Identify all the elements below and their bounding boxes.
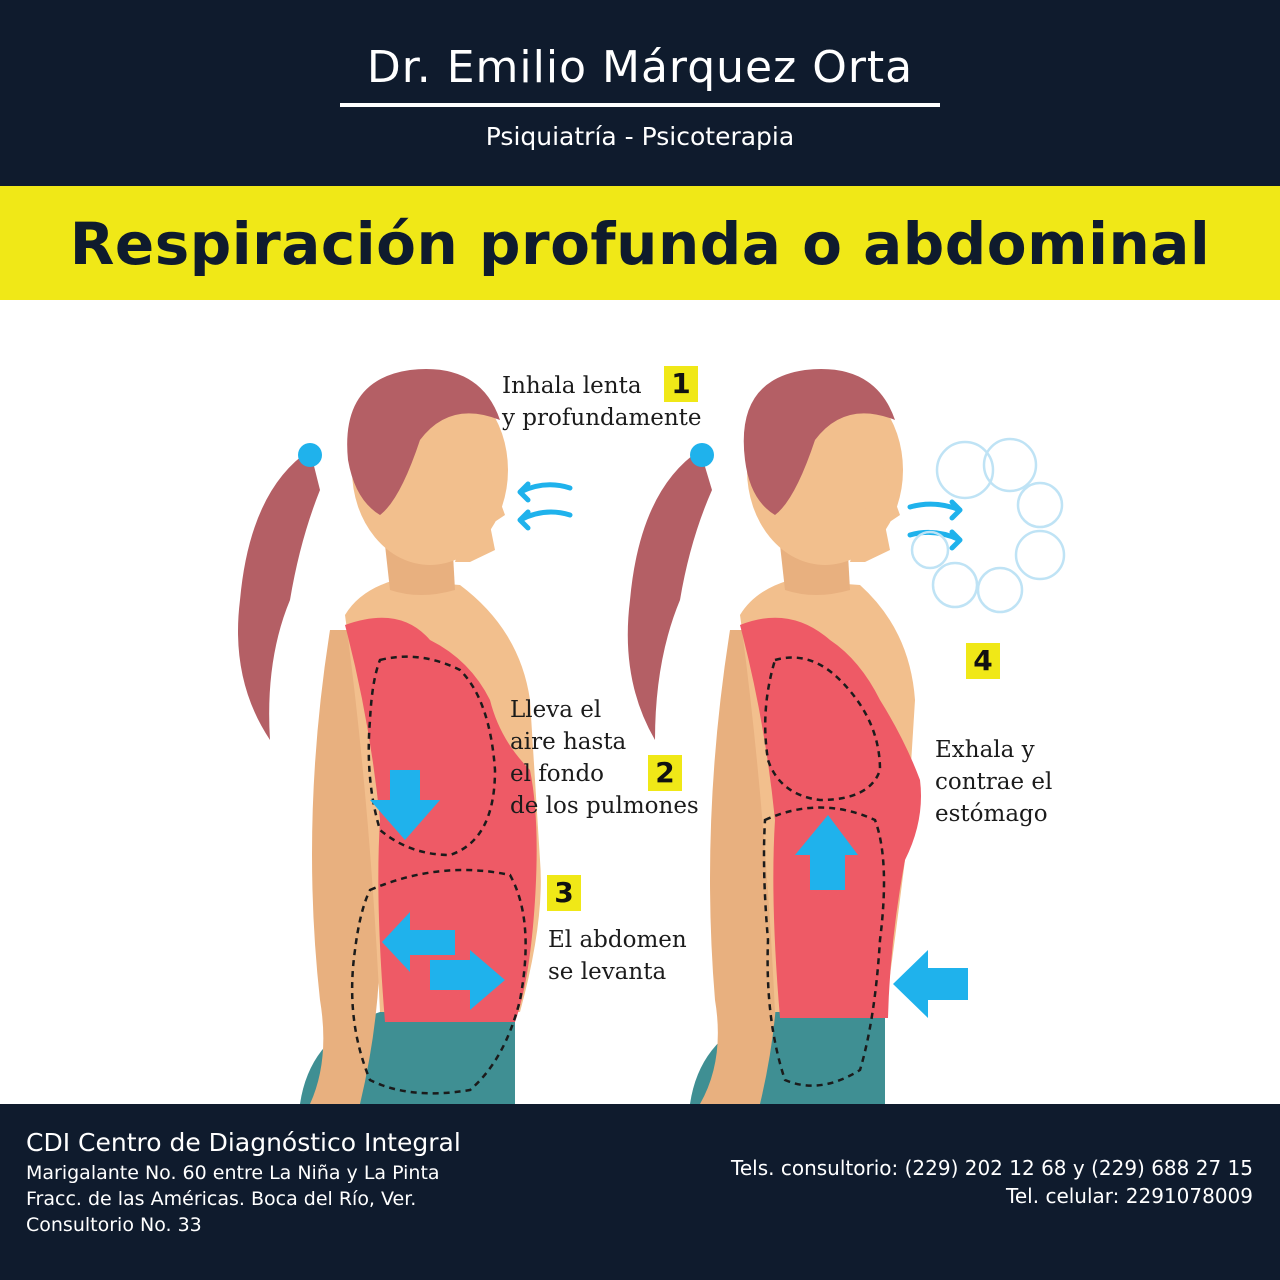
address-line-1: Marigalante No. 60 entre La Niña y La Pi… (26, 1162, 440, 1184)
breathing-illustration: Inhala lenta y profundamente 1 Lleva el … (0, 300, 1280, 1104)
figure-exhale (627, 369, 1066, 1104)
arrow-right-icon (430, 950, 505, 1010)
exhale-air-icon (907, 499, 963, 521)
step-1-text: Inhala lenta y profundamente (502, 373, 702, 431)
step-3-badge: 3 (547, 875, 581, 911)
address-line-2: Fracc. de las Américas. Boca del Río, Ve… (26, 1188, 417, 1210)
header: Dr. Emilio Márquez Orta Psiquiatría - Ps… (0, 0, 1280, 186)
clinic-name: CDI Centro de Diagnóstico Integral (26, 1128, 461, 1157)
step-1-badge: 1 (664, 366, 698, 402)
figure-inhale (238, 369, 573, 1104)
footer: CDI Centro de Diagnóstico Integral Marig… (0, 1104, 1280, 1280)
specialty-subtitle: Psiquiatría - Psicoterapia (485, 122, 795, 151)
mobile-phone: Tel. celular: 2291078009 (1006, 1184, 1253, 1208)
inhale-air-icon (517, 481, 573, 503)
address-line-3: Consultorio No. 33 (26, 1214, 202, 1236)
header-divider (340, 103, 940, 107)
title-banner: Respiración profunda o abdominal (0, 186, 1280, 300)
breath-cloud-icon (910, 437, 1066, 614)
breathing-figures-svg (238, 369, 1066, 1104)
arrow-down-icon (370, 770, 440, 840)
step-3-text: El abdomen se levanta (548, 927, 687, 985)
arrow-up-icon (795, 815, 858, 890)
step-2-badge: 2 (648, 755, 682, 791)
banner-title: Respiración profunda o abdominal (69, 210, 1211, 278)
step-2-text: Lleva el aire hasta el fondo de los pulm… (510, 697, 699, 819)
office-phones: Tels. consultorio: (229) 202 12 68 y (22… (731, 1156, 1253, 1180)
step-4-text: Exhala y contrae el estómago (935, 737, 1053, 827)
step-4-badge: 4 (966, 643, 1000, 679)
arrow-left-icon (382, 912, 455, 972)
doctor-name: Dr. Emilio Márquez Orta (366, 42, 914, 93)
arrow-push-left-icon (893, 950, 968, 1018)
